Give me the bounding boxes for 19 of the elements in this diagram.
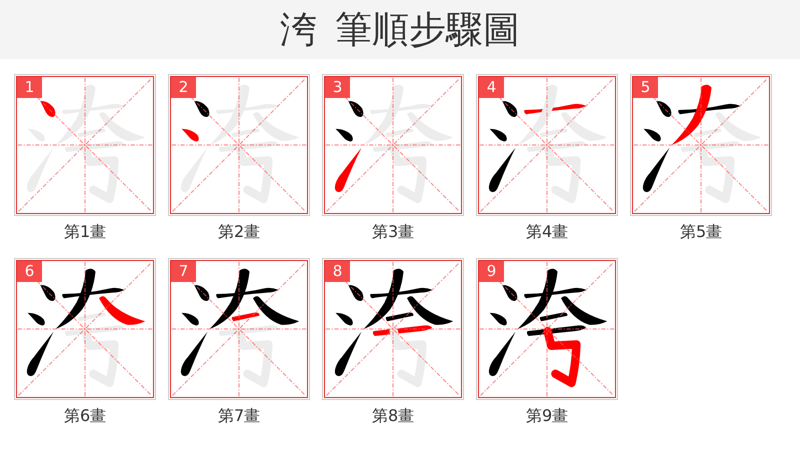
step-caption: 第1畫 <box>64 222 106 242</box>
step-number: 1 <box>17 77 42 98</box>
step-number: 6 <box>17 261 42 282</box>
step-caption: 第5畫 <box>680 222 722 242</box>
step-caption: 第8畫 <box>372 406 414 426</box>
title: 洿 筆順步驟圖 <box>280 8 520 52</box>
step-number: 3 <box>325 77 350 98</box>
step-caption: 第2畫 <box>218 222 260 242</box>
step-caption: 第3畫 <box>372 222 414 242</box>
step-number: 2 <box>171 77 196 98</box>
step-number: 5 <box>633 77 658 98</box>
step-number: 7 <box>171 261 196 282</box>
step-caption: 第7畫 <box>218 406 260 426</box>
step-caption: 第4畫 <box>526 222 568 242</box>
step-number: 8 <box>325 261 350 282</box>
step-caption: 第9畫 <box>526 406 568 426</box>
step-caption: 第6畫 <box>64 406 106 426</box>
step-number: 4 <box>479 77 504 98</box>
step-number: 9 <box>479 261 504 282</box>
